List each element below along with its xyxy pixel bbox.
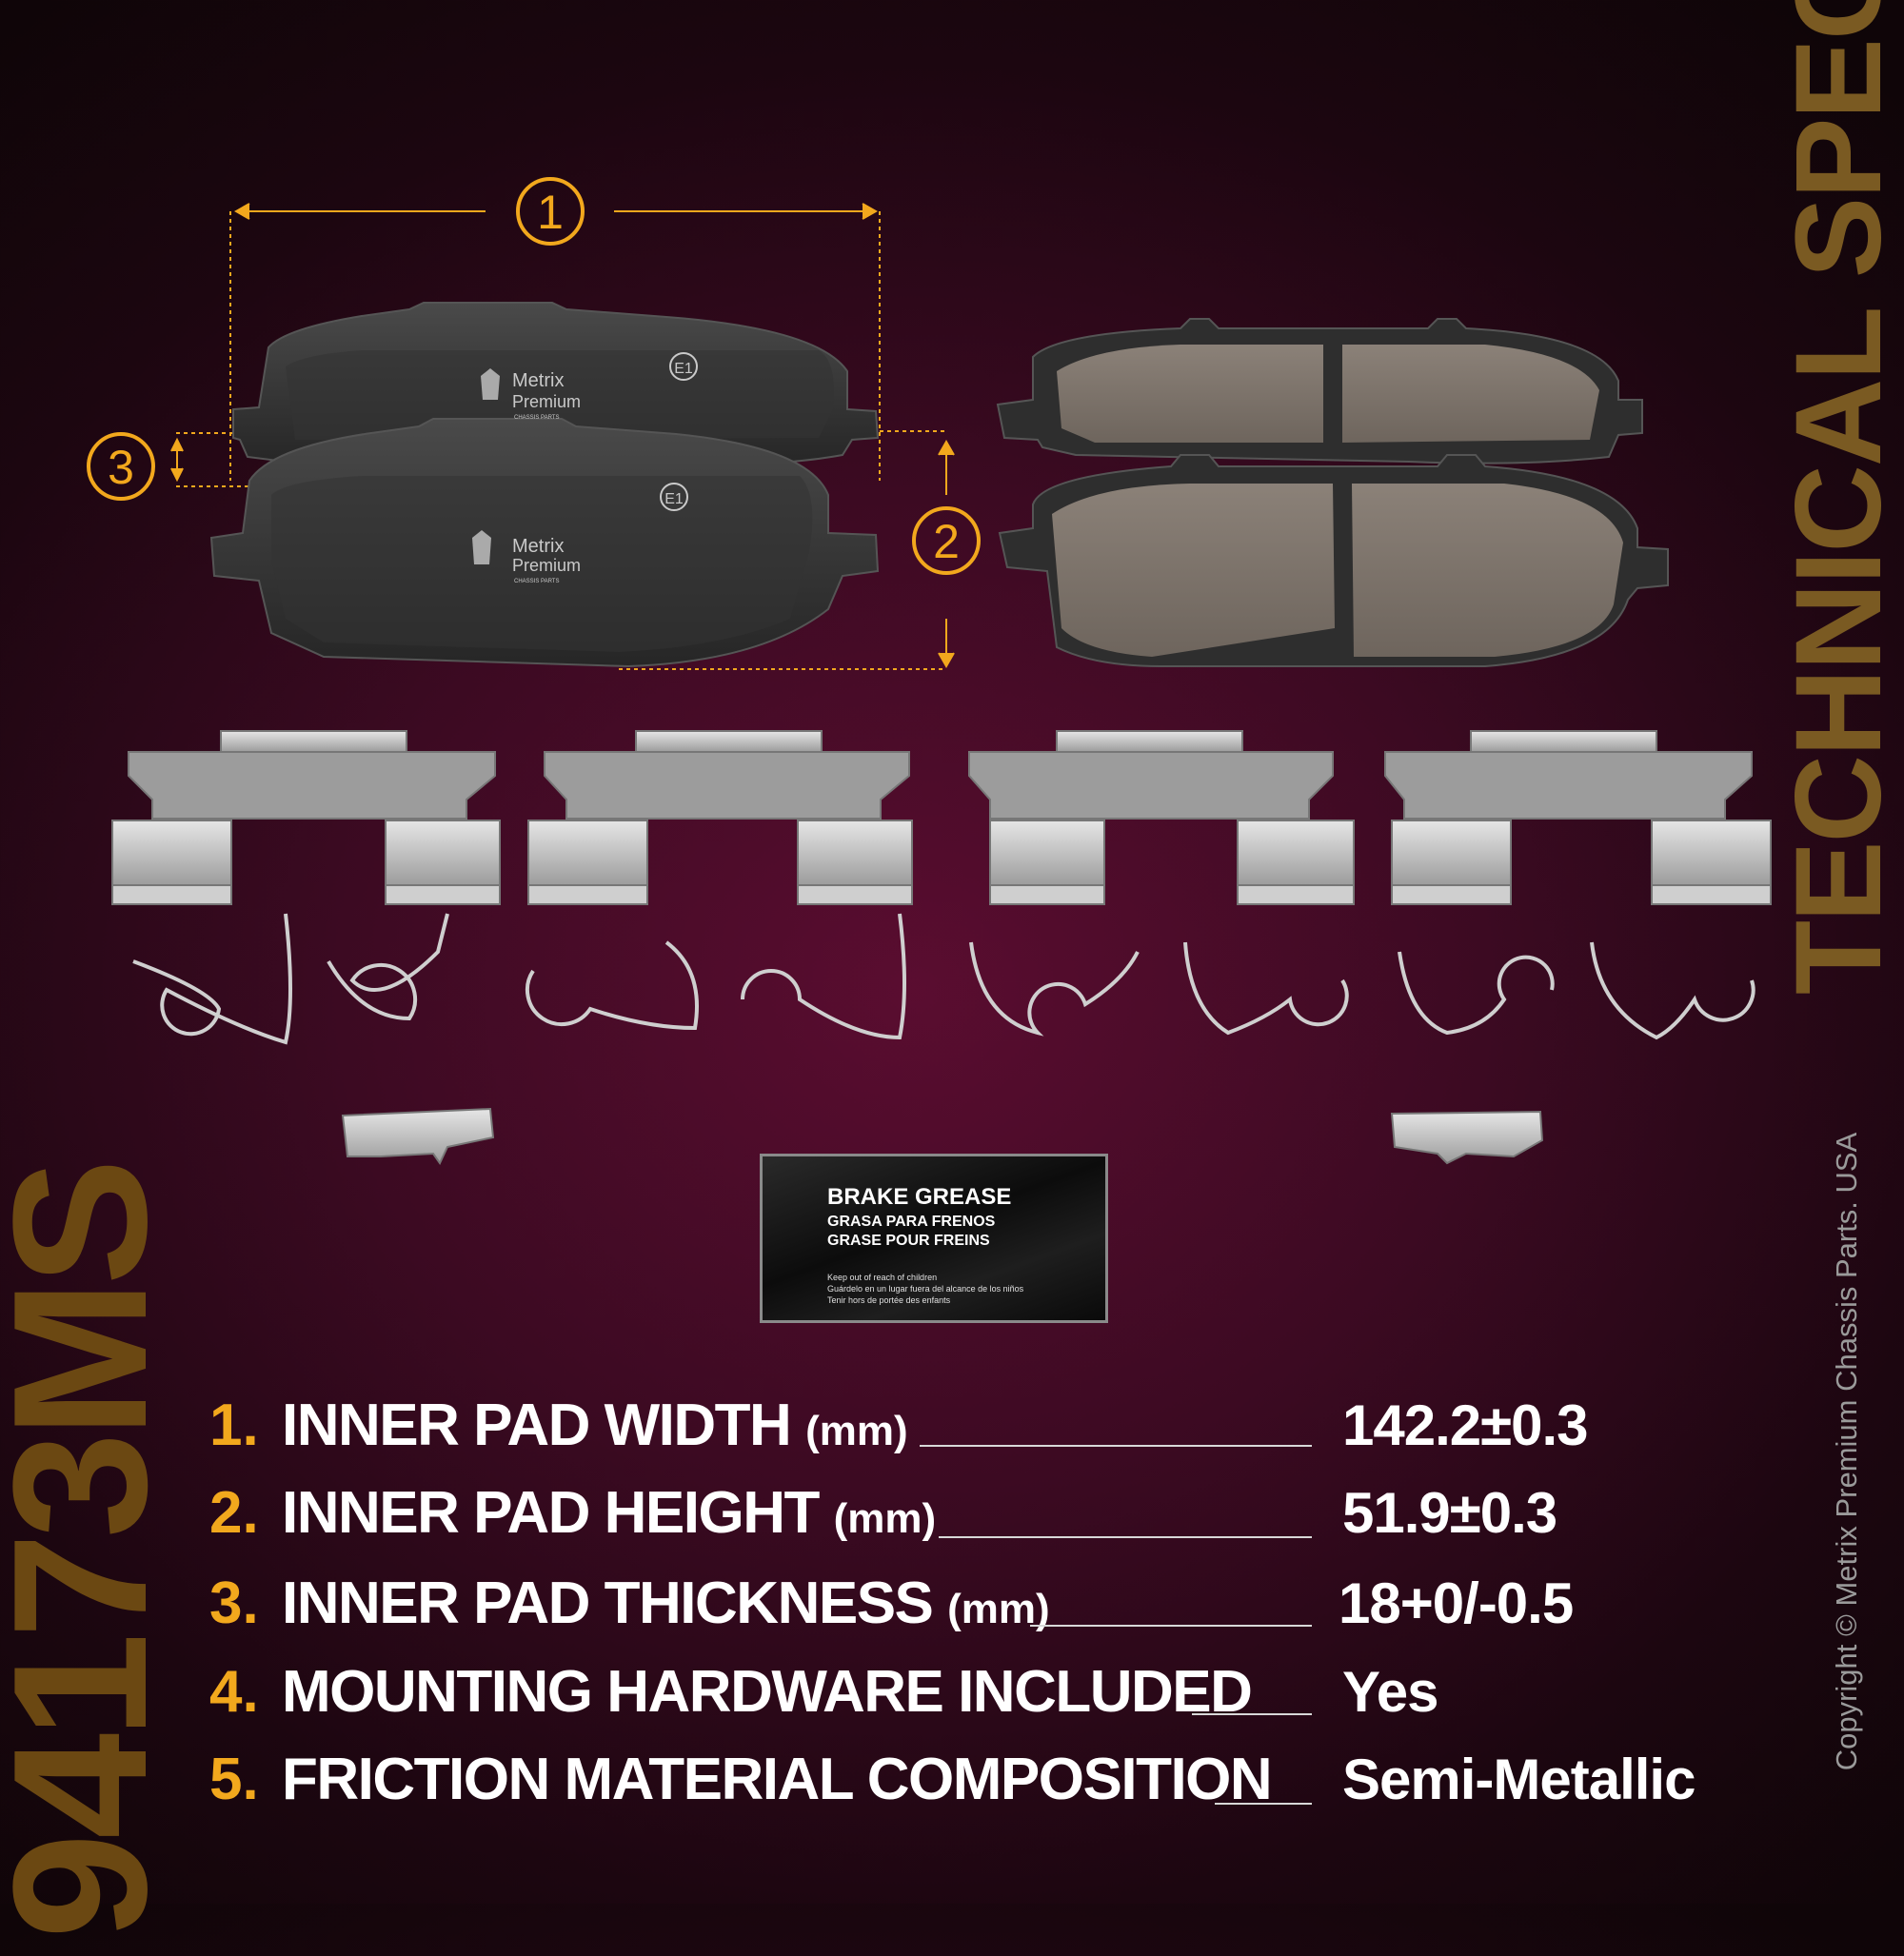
spring-1: [132, 913, 292, 1045]
spec-label: INNER PAD THICKNESS (mm): [282, 1566, 1050, 1648]
spec-number: 5.: [209, 1747, 259, 1812]
spec-label: INNER PAD WIDTH (mm): [282, 1388, 908, 1470]
spec-value: Yes: [1342, 1660, 1438, 1724]
spring-7: [1398, 951, 1555, 1036]
spec-unit: (mm): [947, 1586, 1050, 1632]
spec-row-height: 2. INNER PAD HEIGHT (mm) 51.9±0.3: [209, 1475, 1733, 1551]
spring-8: [1590, 941, 1755, 1040]
spec-number: 3.: [209, 1571, 259, 1636]
lion-icon-2: [472, 530, 491, 564]
leader-line: [1030, 1625, 1312, 1627]
spec-number: 2.: [209, 1480, 259, 1546]
grease-warning-fr: Tenir hors de portée des enfants: [827, 1295, 951, 1305]
brake-pad-friction-lower: [998, 454, 1669, 667]
abutment-clip-2: [527, 730, 913, 905]
pad-logo-tag: CHASSIS PARTS: [514, 415, 559, 421]
callout-1-label: 1: [537, 186, 564, 239]
spec-label-text: INNER PAD WIDTH: [282, 1393, 792, 1458]
callout-3: [87, 432, 155, 501]
spring-3: [525, 940, 699, 1031]
spring-5: [969, 941, 1140, 1037]
spec-label-text: INNER PAD HEIGHT: [282, 1480, 820, 1546]
spec-label-text: INNER PAD THICKNESS: [282, 1571, 934, 1636]
brake-pad-back-lower: [209, 418, 880, 668]
grease-title-es: GRASA PARA FRENOS: [827, 1214, 996, 1230]
leader-line: [1215, 1803, 1312, 1805]
small-clips: [341, 1107, 1544, 1165]
spec-label: MOUNTING HARDWARE INCLUDED: [282, 1659, 1253, 1725]
pad-logo-line-2: Premium: [512, 556, 581, 575]
spec-number: 1.: [209, 1393, 259, 1458]
spec-label: INNER PAD HEIGHT (mm): [282, 1475, 936, 1557]
pad-logo-tag-2: CHASSIS PARTS: [514, 579, 559, 584]
leader-line: [920, 1445, 1312, 1447]
spec-value: Semi-Metallic: [1342, 1748, 1696, 1811]
callout-3-label: 3: [108, 441, 134, 494]
spring-2: [327, 913, 449, 1021]
spec-label: FRICTION MATERIAL COMPOSITION: [282, 1747, 1273, 1812]
abutment-clip-3: [968, 730, 1355, 905]
callout-1: [516, 177, 585, 246]
small-clip-left: [341, 1107, 495, 1165]
abutment-clip-4: [1384, 730, 1772, 905]
spec-row-friction: 5. FRICTION MATERIAL COMPOSITION Semi-Me…: [209, 1742, 1733, 1818]
spec-unit: (mm): [833, 1495, 937, 1542]
spec-row-width: 1. INNER PAD WIDTH (mm) 142.2±0.3: [209, 1388, 1733, 1464]
grease-warning-es: Guárdelo en un lugar fuera del alcance d…: [827, 1284, 1024, 1294]
brake-grease-packet: BRAKE GREASE GRASA PARA FRENOS GRASE POU…: [760, 1154, 1108, 1323]
spring-6: [1183, 941, 1349, 1036]
pad-logo-lower: Metrix Premium CHASSIS PARTS E1: [472, 483, 688, 584]
spec-unit: (mm): [805, 1408, 908, 1454]
brake-pad-friction-upper: [996, 318, 1643, 464]
pad-logo-upper: Metrix Premium CHASSIS PARTS E1: [481, 352, 698, 421]
callout-2: [912, 506, 981, 575]
pad-logo-brand-2: Metrix: [512, 536, 564, 557]
dimension-height: [619, 430, 955, 670]
leader-line: [939, 1536, 1312, 1538]
spec-value: 142.2±0.3: [1342, 1393, 1588, 1457]
spec-row-thickness: 3. INNER PAD THICKNESS (mm) 18+0/-0.5: [209, 1566, 1733, 1642]
product-illustration: 1 2 3 Metrix Premium CHASSIS PARTS E1 Me…: [87, 177, 1772, 1165]
lion-icon: [481, 368, 500, 400]
spec-row-hardware: 4. MOUNTING HARDWARE INCLUDED Yes: [209, 1654, 1733, 1730]
pad-logo-line: Premium: [512, 392, 581, 411]
small-clip-right: [1390, 1110, 1544, 1165]
spec-value: 51.9±0.3: [1342, 1481, 1557, 1545]
pad-logo-mark: E1: [674, 361, 693, 377]
abutment-clip-1: [111, 730, 501, 905]
wire-springs: [132, 913, 1755, 1045]
grease-title: BRAKE GREASE: [827, 1184, 1012, 1210]
pad-logo-mark-2: E1: [664, 491, 684, 507]
leader-line: [1192, 1713, 1312, 1715]
pad-logo-brand: Metrix: [512, 370, 564, 391]
grease-warning-en: Keep out of reach of children: [827, 1273, 938, 1282]
spring-4: [741, 913, 906, 1040]
grease-title-fr: GRASE POUR FREINS: [827, 1233, 990, 1249]
spec-number: 4.: [209, 1659, 259, 1725]
abutment-clips: [111, 730, 1772, 905]
spec-value: 18+0/-0.5: [1339, 1571, 1574, 1635]
callout-2-label: 2: [933, 515, 960, 568]
brake-pad-back-upper: [232, 302, 880, 467]
dimension-width: [229, 203, 881, 481]
